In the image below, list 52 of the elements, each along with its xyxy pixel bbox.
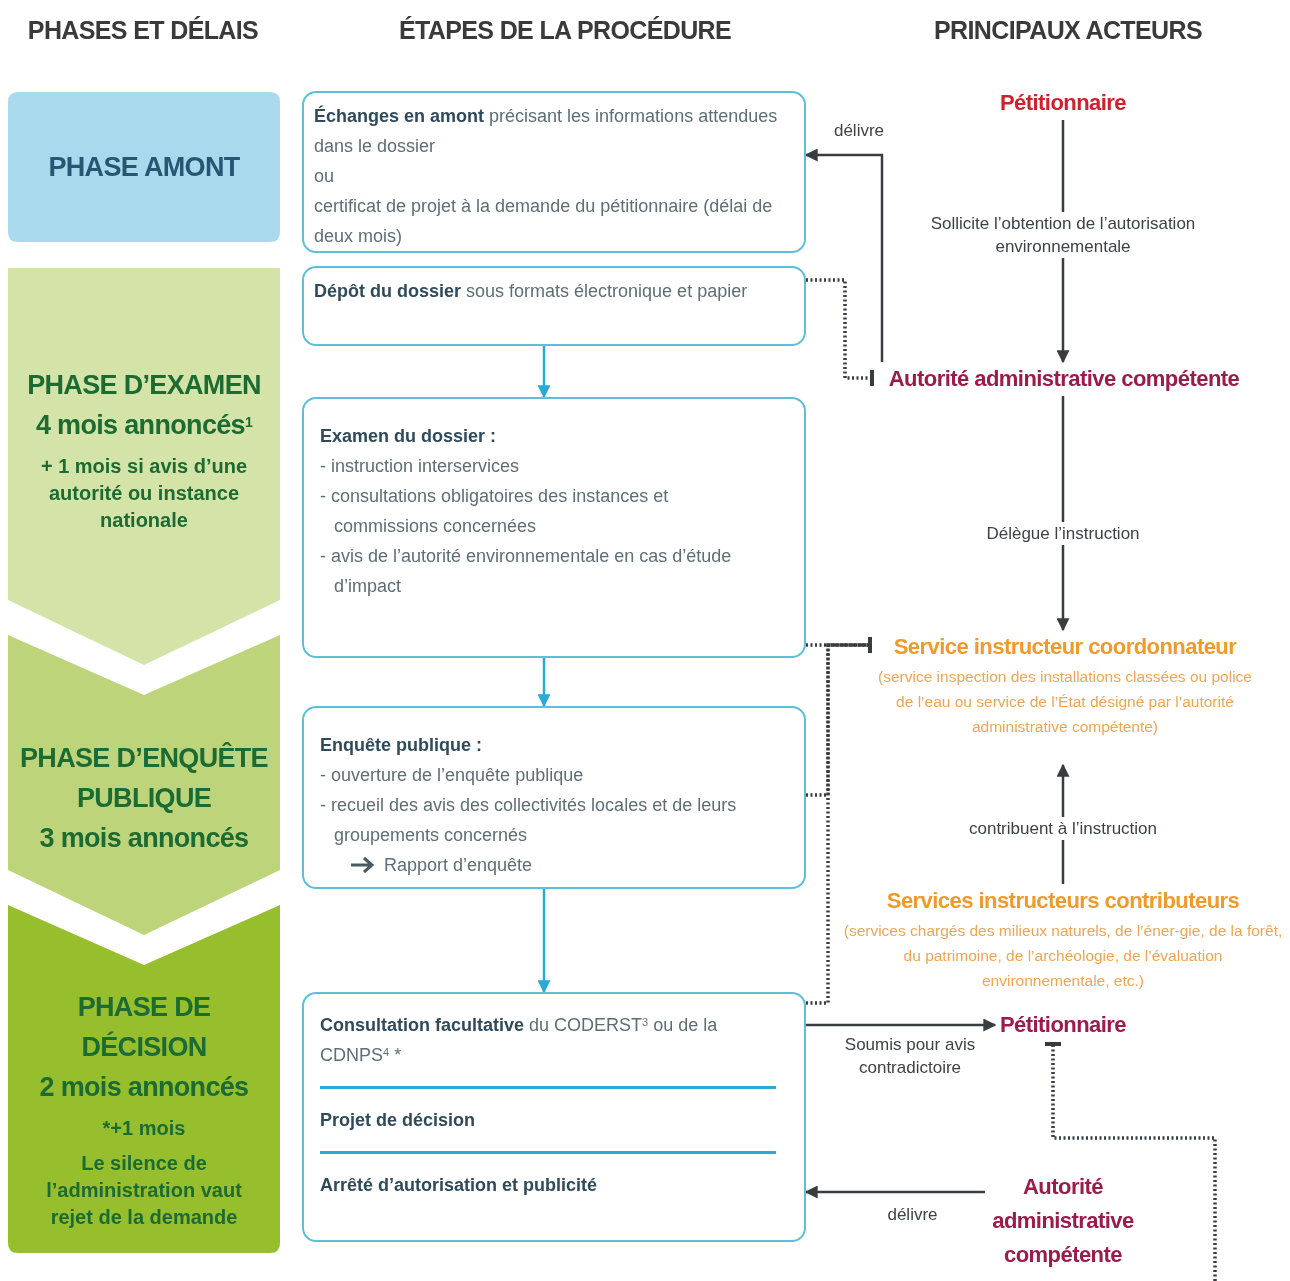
step-text: ou xyxy=(314,165,336,188)
actor-name: Pétitionnaire xyxy=(999,89,1127,117)
phase-band xyxy=(8,92,280,242)
phase-title: PHASE D’ENQUÊTE PUBLIQUE xyxy=(19,741,269,815)
step-box xyxy=(302,706,806,889)
arrow xyxy=(804,1185,985,1199)
phase-band xyxy=(8,268,280,665)
phase-duration: 3 mois annoncés xyxy=(39,821,249,855)
list-item: - consultations obligatoires des instances et commissions concernées xyxy=(320,485,670,538)
step-heading: Examen du dossier : xyxy=(320,425,498,448)
step-text: Arrêté d’autorisation et publicité xyxy=(320,1174,599,1197)
arrow xyxy=(537,658,551,708)
phase-band xyxy=(8,635,280,935)
actor-name: Autorité administrative compétente xyxy=(991,1173,1135,1269)
dotted-connector xyxy=(806,278,874,386)
step-box xyxy=(302,992,806,1242)
step-box xyxy=(302,91,806,253)
list-item: - instruction interservices xyxy=(320,455,521,478)
phase-note: *+1 mois xyxy=(101,1116,187,1141)
step-box xyxy=(302,266,806,346)
column-header: PHASES ET DÉLAIS xyxy=(27,15,259,46)
actor-description: (service inspection des installations classées ou police de l’eau ou service de l’État désigné par l’autorité administrative compétente) xyxy=(877,667,1253,737)
column-header: ÉTAPES DE LA PROCÉDURE xyxy=(398,15,732,46)
step-text: certificat de projet à la demande du pétitionnaire (délai de deux mois) xyxy=(314,195,774,248)
step-text: Projet de décision xyxy=(320,1109,477,1132)
arrow xyxy=(537,346,551,399)
phase-title: PHASE D’EXAMEN xyxy=(27,368,261,402)
phase-title: PHASE AMONT xyxy=(48,151,240,184)
actor-name: Services instructeurs contributeurs xyxy=(886,887,1240,915)
arrow xyxy=(1056,396,1070,632)
actor-description: (services chargés des milieux naturels, de l’éner-gie, de la forêt, du patrimoine, de l’archéologie, de l’évaluation environnementale, etc.) xyxy=(842,921,1284,991)
dotted-connector xyxy=(1045,1042,1217,1281)
phase-note: + 1 mois si avis d’une autorité ou instance nationale xyxy=(39,453,249,533)
arrow xyxy=(804,148,884,362)
arrow xyxy=(537,889,551,994)
step-heading: Enquête publique : xyxy=(320,734,483,757)
list-item: - recueil des avis des collectivités locales et de leurs groupements concernés xyxy=(320,794,738,847)
list-item: - avis de l’autorité environnementale en cas d’étude d’impact xyxy=(320,545,733,598)
arrow xyxy=(806,1018,997,1032)
step-text: Dépôt du dossier sous formats électronique et papier xyxy=(314,280,749,303)
actor-name: Autorité administrative compétente xyxy=(888,365,1240,393)
phase-band xyxy=(8,905,280,1253)
phase-duration: 2 mois annoncés xyxy=(39,1071,249,1104)
step-result: Rapport d’enquête xyxy=(384,854,533,877)
step-text: Consultation facultative du CODERST$^{3}$ ou de la CDNPS$^{4}$ * xyxy=(320,1014,719,1067)
phase-duration: 4 mois annoncés$^{1}$ xyxy=(35,408,253,442)
list-item: - ouverture de l’enquête publique xyxy=(320,764,585,787)
phase-note: Le silence de l’administration vaut rejet de la demande xyxy=(45,1151,243,1230)
phase-title: PHASE DE DÉCISION xyxy=(76,991,212,1064)
step-box xyxy=(302,397,806,658)
actor-name: Service instructeur coordonnateur xyxy=(893,633,1237,661)
column-header: PRINCIPAUX ACTEURS xyxy=(934,15,1202,46)
